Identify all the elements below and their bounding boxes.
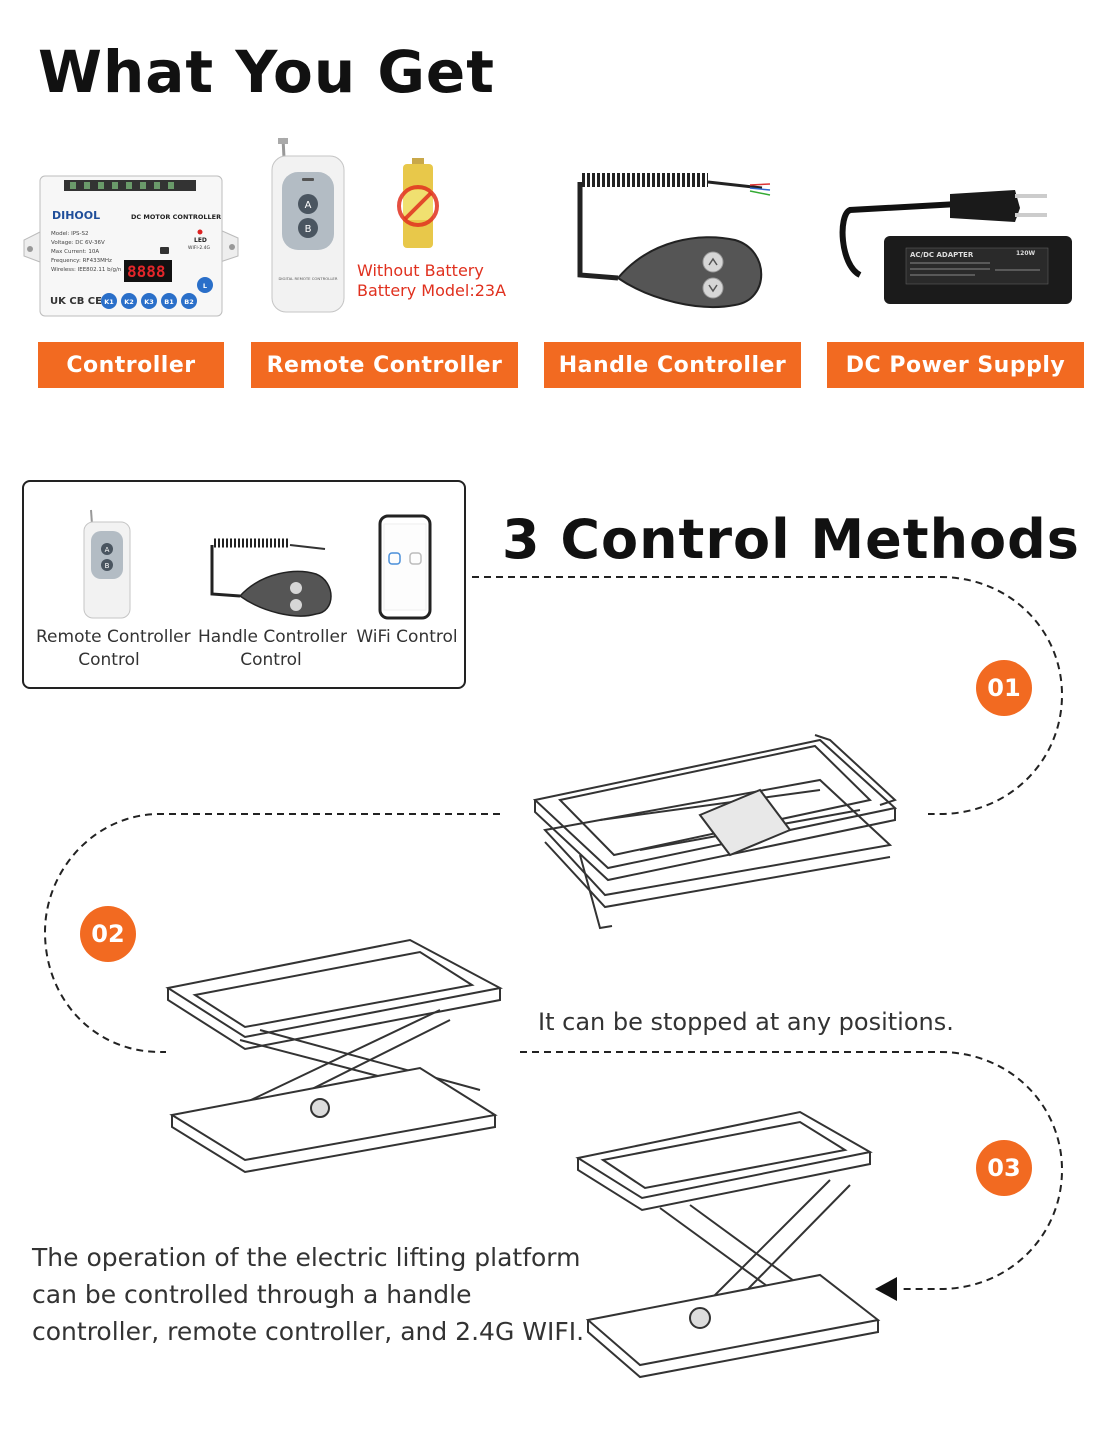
lift-platform-high [575,1110,881,1379]
mini-remote-btn-b: B [105,562,110,570]
method-handle-line2: Control [240,650,302,670]
lift-platform-mid [165,938,503,1174]
remote-footer: DIGITAL REMOTE CONTROLLER [279,276,338,281]
label-remote-controller: Remote Controller [251,342,518,388]
control-methods-panel: Remote Controller Control Handle Control… [22,480,466,689]
controller-header: DC MOTOR CONTROLLER [131,213,221,221]
spec-line: Wireless: IEE802.11 b/g/n [51,267,122,273]
methods-title: 3 Control Methods [502,508,1080,571]
remote-btn-b: B [305,224,312,235]
mini-remote-btn-a: A [105,546,110,554]
controller-device: DIHOOL DC MOTOR CONTROLLER Model: IPS-S2… [23,175,239,317]
power-supply-image: AC/DC ADAPTER 120W [839,190,1072,304]
method-icons: A B [83,509,432,620]
step-badge-02: 02 [80,906,136,962]
key-k3: K3 [144,298,154,306]
cert-marks: UK CB CE [50,296,102,307]
method-handle: Handle Controller Control [198,626,347,672]
method-handle-line1: Handle Controller [198,627,347,647]
battery-image [397,158,439,248]
wifi-label: WIFI-2.4G [188,245,210,251]
label-controller: Controller [38,342,224,388]
led-label: LED [194,237,207,244]
key-b1: B1 [164,298,174,306]
spec-line: Model: IPS-S2 [51,231,89,237]
flow-arrow-icon [875,1277,897,1301]
battery-note: Without Battery Battery Model:23A [357,261,506,301]
flow-path [43,576,1064,1290]
spec-line: Frequency: RF433MHz [51,258,112,264]
controller-brand: DIHOOL [52,209,100,222]
spec-line: Voltage: DC 6V-36V [51,240,105,246]
method-wifi: WiFi Control [354,626,460,649]
label-handle-controller: Handle Controller [544,342,801,388]
key-b2: B2 [184,298,193,306]
key-k1: K1 [104,298,114,306]
step-badge-03: 03 [976,1140,1032,1196]
label-dc-power-supply: DC Power Supply [827,342,1084,388]
stop-note: It can be stopped at any positions. [538,1008,954,1036]
description-line: The operation of the electric lifting pl… [32,1243,581,1272]
description-line: can be controlled through a handle [32,1280,472,1309]
method-remote-line2: Control [78,650,140,670]
description-line: controller, remote controller, and 2.4G … [32,1317,585,1346]
remote-controller-image: A B DIGITAL REMOTE CONTROLLER [271,137,345,313]
key-l: L [203,282,207,290]
remote-btn-a: A [305,200,312,211]
battery-note-line1: Without Battery [357,261,484,280]
method-remote-line1: Remote Controller [36,627,191,647]
display-digits: 8888 [127,262,166,281]
adapter-label: AC/DC ADAPTER [910,251,974,259]
spec-line: Max Current: 10A [51,249,99,255]
led-display [124,260,172,282]
battery-note-line2: Battery Model:23A [357,281,507,300]
method-wifi-line1: WiFi Control [356,627,458,647]
adapter-watt: 120W [1016,250,1036,257]
lift-platform-low [532,734,898,930]
step-badge-01: 01 [976,660,1032,716]
method-remote: Remote Controller Control [36,626,191,672]
handle-controller-image [577,173,771,308]
key-k2: K2 [124,298,134,306]
page-title: What You Get [38,38,495,106]
